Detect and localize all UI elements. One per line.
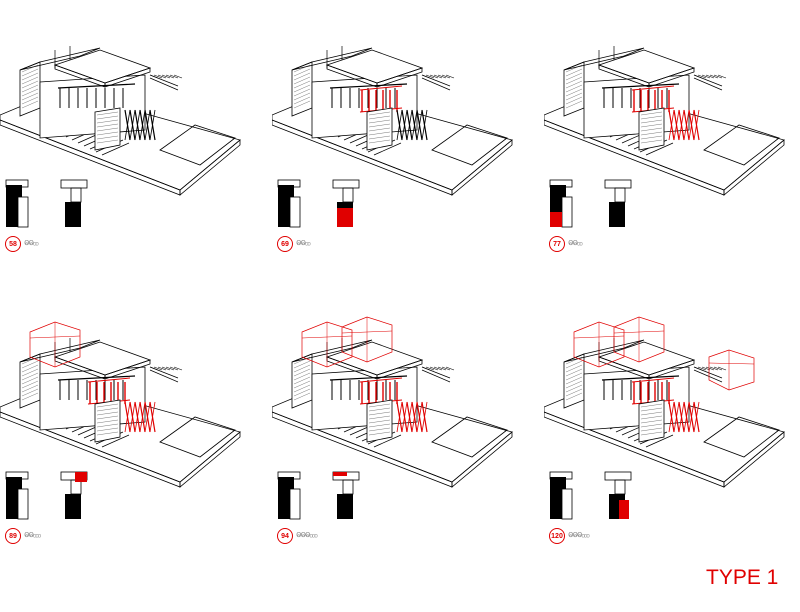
stage-2-drawing — [272, 46, 513, 228]
stage-3-drawing — [544, 46, 785, 228]
area-badge: 77 — [549, 236, 565, 252]
occupants-icons: ⱺⱺⱺₒₒₒ — [568, 529, 590, 539]
floor-plan-diagrams — [277, 179, 360, 228]
area-badge: 89 — [5, 528, 21, 544]
axonometric-building — [272, 316, 513, 488]
floor-plan-diagrams — [5, 471, 88, 520]
axonometric-building — [0, 321, 241, 488]
axonometric-building — [544, 46, 785, 196]
area-badge: 120 — [549, 528, 565, 544]
axonometric-building — [272, 46, 513, 196]
stage-4-drawing — [0, 321, 241, 520]
axonometric-building — [544, 316, 785, 488]
stage-1-drawing — [0, 46, 241, 228]
floor-plan-diagrams — [5, 179, 88, 228]
floor-plan-diagrams — [549, 179, 632, 228]
occupants-icons: ⱺⱺⱺₒₒₒ — [296, 529, 318, 539]
floor-plan-diagrams — [549, 471, 632, 520]
axonometric-building — [0, 46, 241, 196]
occupants-icons: ⱺⱺₒₒ — [296, 237, 311, 247]
stage-6-drawing — [544, 316, 785, 520]
area-badge: 94 — [277, 528, 293, 544]
area-badge: 58 — [5, 236, 21, 252]
type-label: TYPE 1 — [706, 566, 779, 589]
occupants-icons: ⱺⱺₒₒ — [568, 237, 583, 247]
floor-plan-diagrams — [277, 471, 360, 520]
occupants-icons: ⱺⱺₒₒₒ — [24, 529, 41, 539]
occupants-icons: ⱺⱺₒₒ — [24, 237, 39, 247]
stage-5-drawing — [272, 316, 513, 520]
area-badge: 69 — [277, 236, 293, 252]
